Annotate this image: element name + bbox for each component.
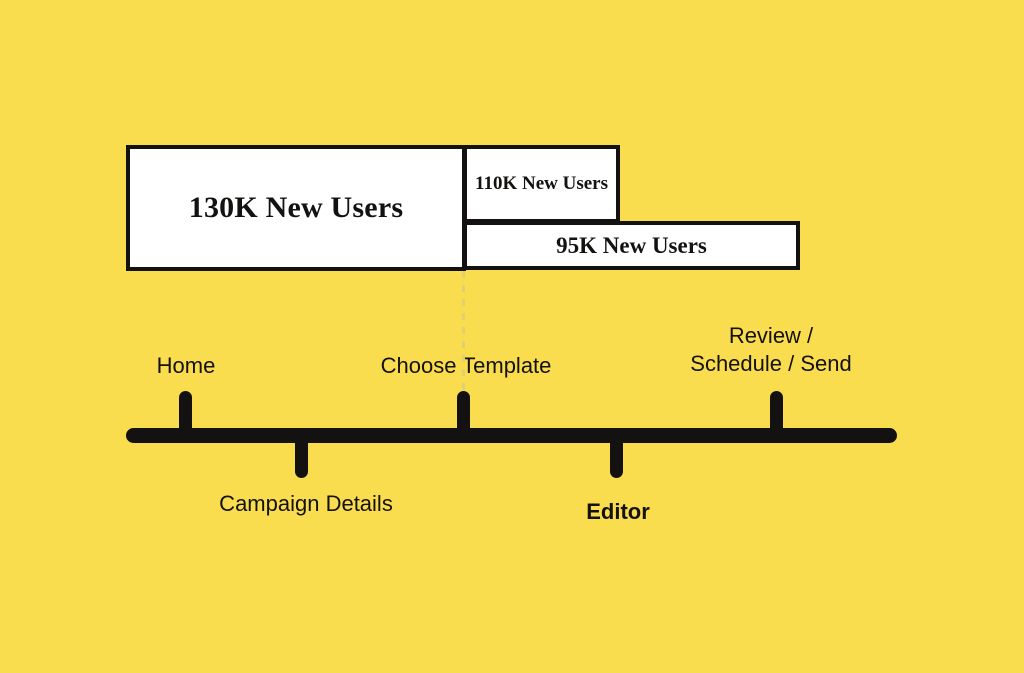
- timeline-tick-home[interactable]: [179, 391, 192, 436]
- metric-box-secondary: 110K New Users: [463, 145, 620, 223]
- timeline-label-home[interactable]: Home: [156, 353, 216, 378]
- timeline-axis: [126, 428, 897, 443]
- timeline-tick-campaign-details[interactable]: [295, 436, 308, 478]
- connector-dashed-line: [462, 271, 465, 395]
- timeline-tick-review-schedule-send[interactable]: [770, 391, 783, 436]
- timeline-tick-choose-template[interactable]: [457, 391, 470, 436]
- timeline-label-choose-template[interactable]: Choose Template: [380, 353, 552, 378]
- metric-box-tertiary: 95K New Users: [463, 221, 800, 270]
- timeline-tick-editor[interactable]: [610, 436, 623, 478]
- timeline-label-editor[interactable]: Editor: [586, 499, 650, 524]
- timeline-label-campaign-details[interactable]: Campaign Details: [219, 491, 393, 516]
- timeline-label-review-schedule-send[interactable]: Review / Schedule / Send: [690, 323, 852, 377]
- metric-box-primary: 130K New Users: [126, 145, 466, 271]
